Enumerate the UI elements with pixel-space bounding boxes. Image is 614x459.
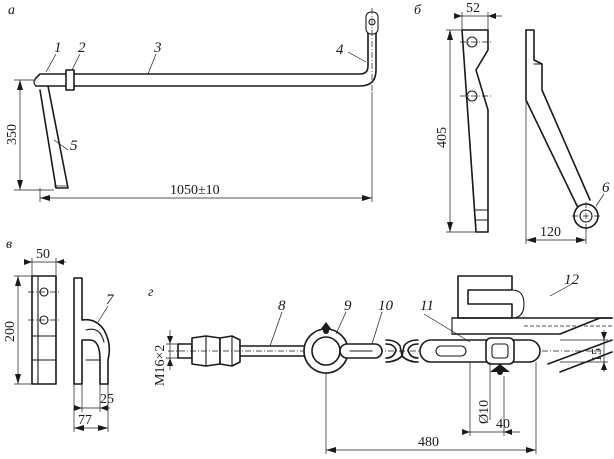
panel-v: в 50 [3, 237, 115, 432]
dim-a-height-label: 350 [5, 124, 20, 145]
bracket-front-view [460, 29, 492, 233]
panel-a-callouts: 1 2 3 4 5 [45, 40, 367, 154]
dim-b-width-label: 52 [466, 1, 480, 16]
callout-8: 8 [278, 298, 286, 314]
rod-clamp [65, 69, 75, 91]
panel-g-callouts: 8 9 10 11 12 [269, 272, 580, 347]
bracket-side-view [525, 29, 600, 232]
dim-v-thickness-label: 25 [100, 392, 114, 407]
callout-9: 9 [344, 298, 352, 314]
panel-a-label: а [8, 3, 15, 18]
tension-bolt [168, 335, 600, 367]
dim-v-height-label: 200 [3, 321, 18, 342]
dim-b-offset-label: 120 [540, 225, 561, 240]
dim-v-thickness: 25 [74, 384, 114, 412]
panel-g-label: г [148, 285, 154, 300]
clip-side-view [73, 277, 111, 385]
dim-g-link-label: 40 [496, 417, 510, 432]
brace [39, 85, 69, 189]
callout-11: 11 [420, 298, 434, 314]
callout-2: 2 [78, 40, 86, 56]
dim-a-length-label: 1050±10 [170, 183, 220, 198]
dim-v-width: 50 [24, 247, 66, 276]
dim-a-length: 1050±10 [39, 92, 373, 202]
callout-10: 10 [378, 298, 394, 314]
dim-g-diameter-label: Ø10 [477, 400, 492, 424]
clip-front-view [28, 275, 60, 385]
dim-b-offset: 120 [525, 100, 587, 244]
dim-b-width: 52 [454, 1, 502, 30]
dim-b-height-label: 405 [435, 127, 450, 148]
shackle [419, 337, 541, 375]
callout-6: 6 [602, 180, 610, 196]
dim-v-height: 200 [3, 275, 32, 385]
dim-v-depth-label: 77 [78, 413, 92, 428]
dim-g-thread: M16×2 [153, 330, 184, 386]
dim-v-width-label: 50 [36, 247, 50, 262]
dim-g-span: 480 [325, 362, 537, 454]
callout-12: 12 [564, 272, 580, 288]
dim-g-gap: 15 [560, 330, 608, 372]
dim-b-height: 405 [435, 29, 476, 233]
chain-links [339, 339, 419, 363]
panel-v-label: в [6, 237, 12, 252]
dim-g-diameter: Ø10 [477, 362, 492, 424]
panel-g: г [148, 272, 613, 454]
mounting-frame [451, 275, 613, 373]
callout-7: 7 [106, 292, 115, 308]
dim-g-gap-label: 15 [590, 348, 605, 362]
callout-1: 1 [54, 40, 62, 56]
dim-g-link: 40 [462, 362, 520, 436]
panel-a: а 350 [5, 3, 379, 202]
callout-3: 3 [153, 40, 162, 56]
dim-g-thread-label: M16×2 [153, 345, 168, 386]
panel-b-label: б [414, 3, 422, 18]
callout-4: 4 [336, 42, 344, 58]
panel-b: б 52 [414, 1, 610, 244]
dim-a-height: 350 [5, 79, 54, 191]
tie-rod [33, 8, 379, 92]
callout-5: 5 [70, 138, 78, 154]
dim-g-span-label: 480 [418, 435, 439, 450]
dim-v-depth: 77 [73, 384, 109, 432]
